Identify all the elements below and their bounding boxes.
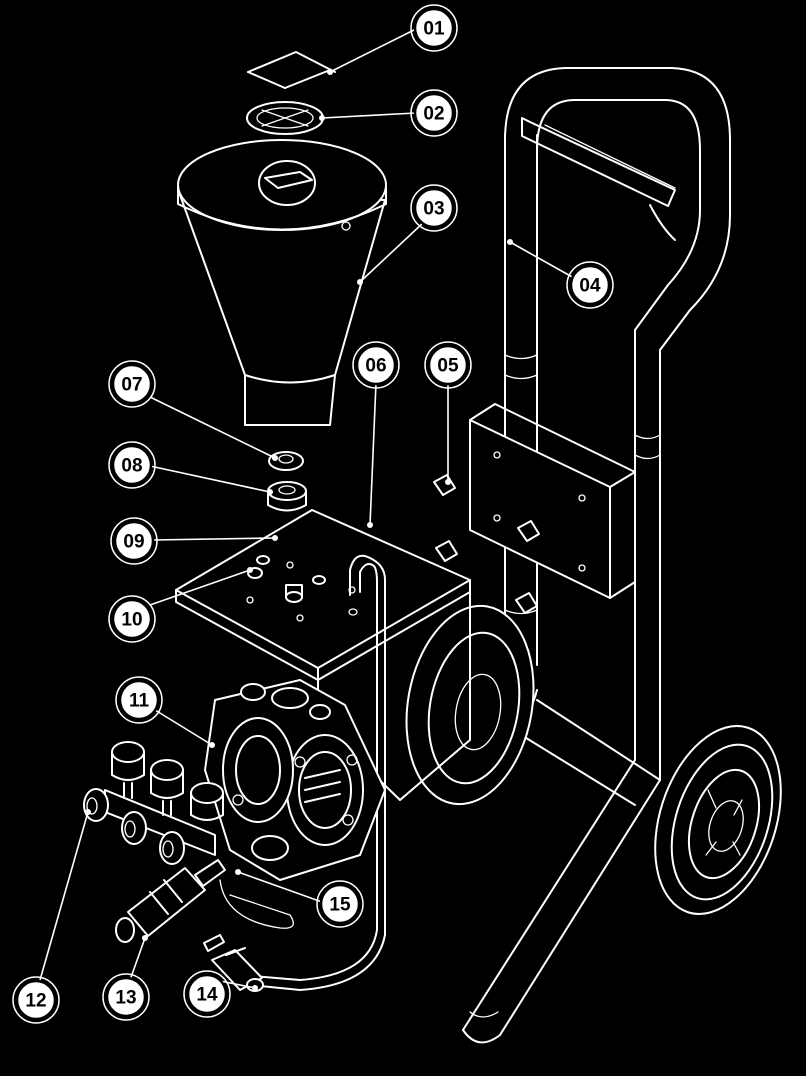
svg-text:09: 09 xyxy=(123,532,144,553)
callout-14: 14 xyxy=(183,970,231,1018)
svg-text:14: 14 xyxy=(196,985,218,1006)
mounting-plate xyxy=(175,509,471,801)
callout-08: 08 xyxy=(108,441,156,489)
gauge-manifold xyxy=(83,741,224,865)
hopper-wire-bail xyxy=(247,51,336,89)
outlet-filter xyxy=(115,859,226,943)
callouts: 01 02 03 04 05 06 07 xyxy=(12,4,614,1024)
svg-text:06: 06 xyxy=(365,356,386,377)
callout-04: 04 xyxy=(566,261,614,309)
callout-13: 13 xyxy=(102,973,150,1021)
svg-text:05: 05 xyxy=(437,356,459,377)
svg-text:11: 11 xyxy=(129,691,150,712)
svg-text:15: 15 xyxy=(329,895,351,916)
callout-11: 11 xyxy=(115,676,163,724)
gauge-3 xyxy=(190,782,224,821)
callout-01: 01 xyxy=(410,4,458,52)
hopper-screen xyxy=(246,101,324,135)
callout-12: 12 xyxy=(12,976,60,1024)
valve-knob-2 xyxy=(121,811,147,845)
callout-03: 03 xyxy=(410,184,458,232)
fitting-08 xyxy=(267,481,307,512)
gauge-1 xyxy=(111,741,145,799)
svg-text:04: 04 xyxy=(579,276,601,297)
leader-lines xyxy=(39,28,575,991)
callout-15: 15 xyxy=(316,880,364,928)
svg-text:12: 12 xyxy=(25,991,46,1012)
callout-06: 06 xyxy=(352,341,400,389)
cart-wheel-front xyxy=(654,725,782,915)
gauge-2 xyxy=(150,759,184,816)
cart-frame xyxy=(419,67,731,1044)
callout-07: 07 xyxy=(108,360,156,408)
callout-10: 10 xyxy=(108,595,156,643)
svg-text:03: 03 xyxy=(423,199,444,220)
svg-text:08: 08 xyxy=(121,456,142,477)
valve-knob-3 xyxy=(159,831,185,865)
hopper xyxy=(177,139,387,426)
svg-text:07: 07 xyxy=(121,375,142,396)
callout-05: 05 xyxy=(424,341,472,389)
hose xyxy=(219,554,386,991)
callout-09: 09 xyxy=(110,517,158,565)
svg-text:10: 10 xyxy=(121,610,142,631)
svg-text:02: 02 xyxy=(423,104,444,125)
svg-text:13: 13 xyxy=(115,988,136,1009)
svg-text:01: 01 xyxy=(423,19,445,40)
callout-02: 02 xyxy=(410,89,458,137)
fitting-07 xyxy=(268,451,304,471)
pump-assembly xyxy=(204,679,386,881)
